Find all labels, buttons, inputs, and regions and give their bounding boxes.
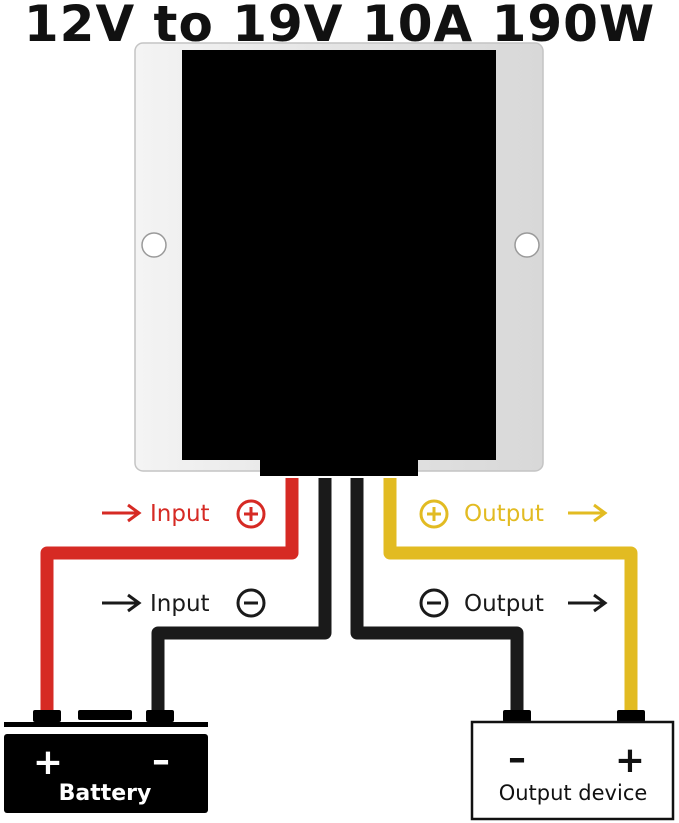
device-terminal-negative — [503, 710, 531, 722]
device-terminal-positive — [617, 710, 645, 722]
output-negative-wire — [350, 478, 524, 712]
black-cover — [182, 50, 496, 460]
output-device: – + Output device — [470, 710, 675, 821]
battery-top-line — [4, 722, 208, 727]
arrow-right-icon — [102, 503, 142, 523]
output-device-label: Output device — [499, 781, 648, 805]
battery: + – Battery — [4, 710, 208, 813]
plus-circle-icon — [236, 499, 266, 529]
input-positive-label: Input — [150, 501, 210, 527]
arrow-right-icon — [102, 593, 142, 613]
output-positive-label: Output — [464, 501, 544, 527]
output-positive-label-group: Output — [419, 499, 608, 529]
battery-terminal-positive — [33, 710, 61, 722]
battery-terminal-negative — [146, 710, 174, 722]
mount-hole-left — [141, 232, 167, 258]
arrow-right-icon — [568, 503, 608, 523]
device-body — [470, 720, 675, 821]
input-negative-label: Input — [150, 591, 210, 617]
minus-circle-icon — [236, 588, 266, 618]
case-bottom-lip — [260, 458, 418, 476]
plus-circle-icon — [419, 499, 449, 529]
output-negative-label: Output — [464, 591, 544, 617]
input-negative-wire — [151, 478, 332, 712]
device-minus-sign: – — [508, 738, 526, 779]
input-positive-label-group: Input — [102, 499, 266, 529]
battery-label: Battery — [59, 781, 152, 806]
battery-top-strip — [78, 710, 132, 720]
output-negative-label-group: Output — [419, 588, 608, 618]
battery-plus-sign: + — [33, 742, 63, 783]
arrow-right-icon — [568, 593, 608, 613]
input-positive-wire — [40, 478, 299, 712]
mount-hole-right — [514, 232, 540, 258]
battery-body — [4, 734, 208, 813]
input-negative-label-group: Input — [102, 588, 266, 618]
converter-module — [134, 42, 544, 476]
minus-circle-icon — [419, 588, 449, 618]
battery-minus-sign: – — [152, 740, 170, 781]
output-positive-wire — [383, 478, 638, 712]
device-plus-sign: + — [615, 740, 645, 781]
